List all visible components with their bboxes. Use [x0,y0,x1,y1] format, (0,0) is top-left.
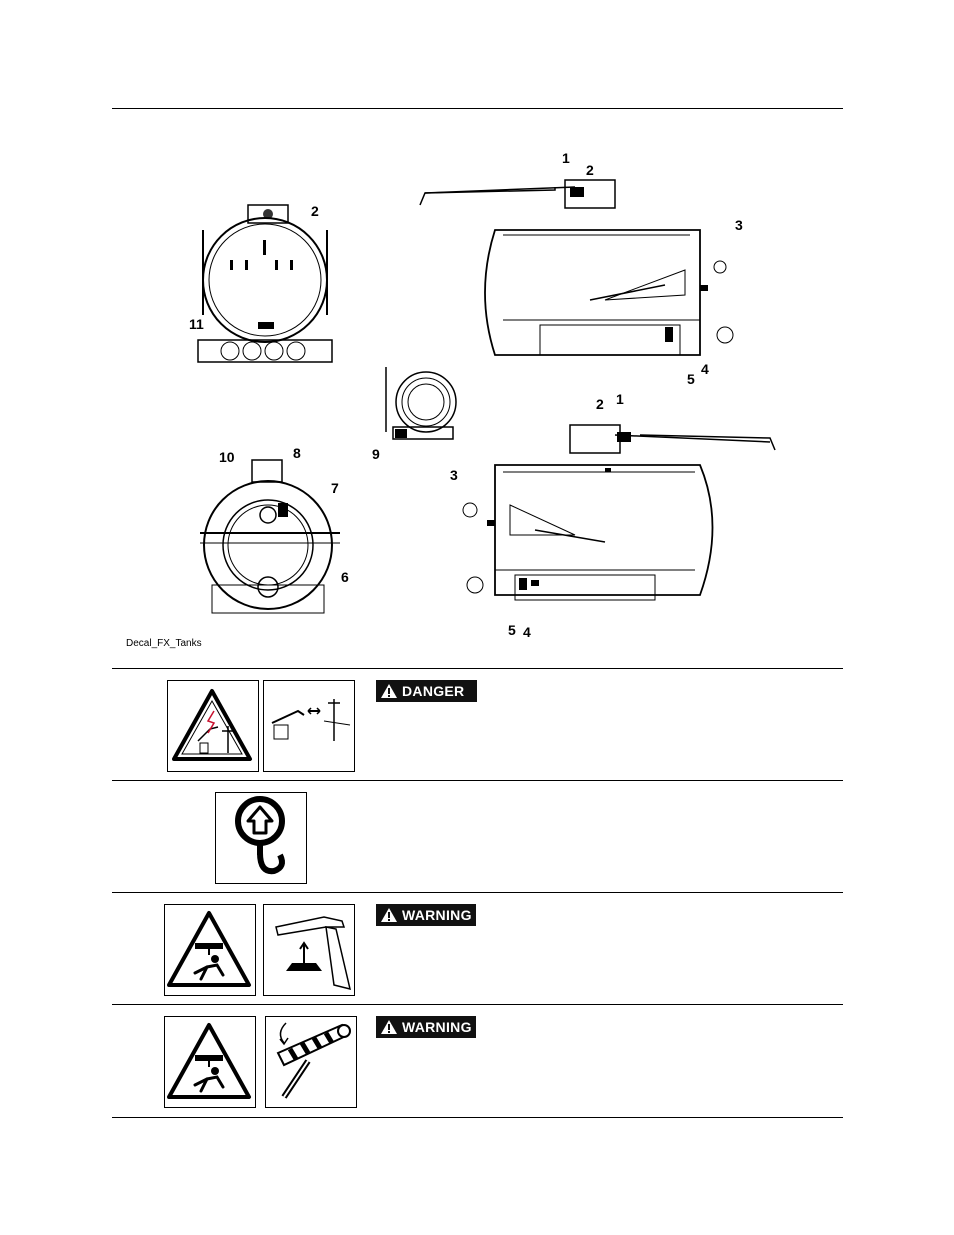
warning-signal-panel-2: WARNING [376,1016,476,1038]
callout-5-bottom: 5 [508,622,516,638]
tank-side-view-left [462,424,776,601]
table-rule-3 [112,892,843,893]
callout-11-front: 11 [189,316,204,332]
tank-front-view [197,204,333,363]
callout-7-rear: 7 [331,480,339,496]
callout-1-top: 1 [562,150,570,166]
lift-point-hook-icon [215,792,307,884]
callout-4-bottom: 4 [523,624,531,640]
danger-signal-panel: DANGER [376,680,477,702]
warning-signal-word-1: WARNING [402,907,472,923]
overhead-line-clearance-icon [263,680,355,772]
warning-signal-panel-1: WARNING [376,904,476,926]
callout-2-bottom: 2 [596,396,604,412]
callout-9-reel: 9 [372,446,380,462]
table-rule-4 [112,1004,843,1005]
alert-triangle-icon [381,684,397,698]
alert-triangle-icon [381,1020,397,1034]
callout-3-bottom: 3 [450,467,458,483]
crush-hazard-icon [164,1016,256,1108]
danger-signal-word: DANGER [402,683,465,699]
callout-6-rear: 6 [341,569,349,585]
figure-caption: Decal_FX_Tanks [126,638,202,649]
callout-3-top: 3 [735,217,743,233]
top-rule [112,108,843,109]
callout-2-top: 2 [586,162,594,178]
callout-10-rear: 10 [219,449,235,465]
crush-hazard-icon [164,904,256,996]
callout-5-top: 5 [687,371,695,387]
tank-rear-view [200,459,340,614]
callout-1-bottom: 1 [616,391,624,407]
warning-signal-word-2: WARNING [402,1019,472,1035]
hose-reel-view [385,367,457,440]
lock-bar-icon [265,1016,357,1108]
table-rule-1 [112,668,843,669]
callout-2-front: 2 [311,203,319,219]
electrocution-hazard-icon [167,680,259,772]
alert-triangle-icon [381,908,397,922]
callout-8-rear: 8 [293,445,301,461]
tank-side-view-right [419,179,734,356]
lid-support-icon [263,904,355,996]
table-rule-5 [112,1117,843,1118]
table-rule-2 [112,780,843,781]
callout-4-top: 4 [701,361,709,377]
